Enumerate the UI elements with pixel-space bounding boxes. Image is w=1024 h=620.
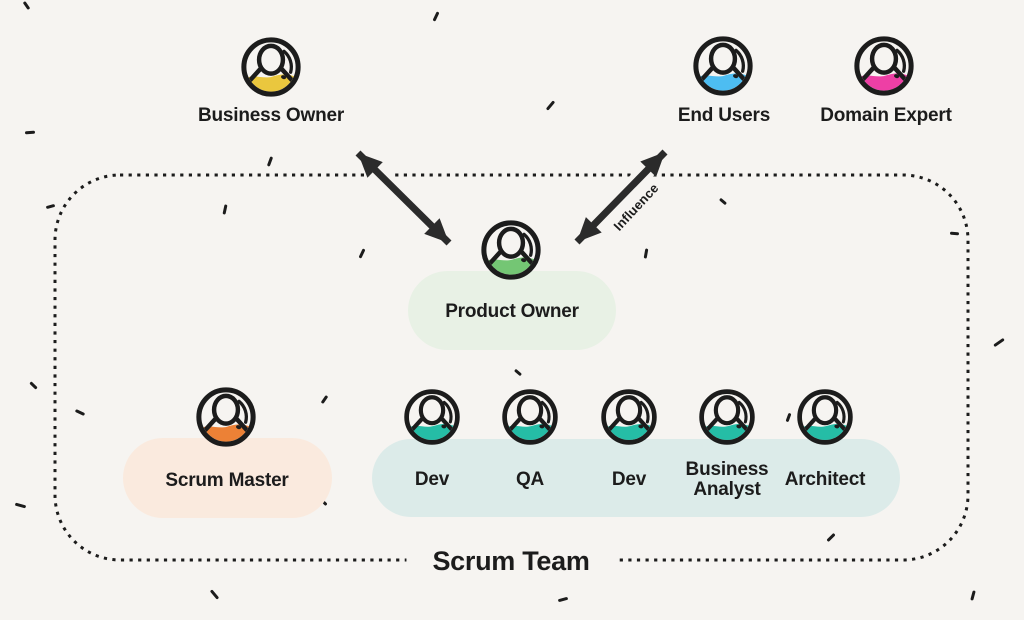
product-owner-avatar xyxy=(480,219,542,281)
business-owner-arrow xyxy=(352,146,455,250)
dev-2-label: Dev xyxy=(611,469,647,490)
architect-avatar xyxy=(796,388,854,446)
person-icon xyxy=(796,388,854,446)
person-icon xyxy=(692,35,754,97)
qa-avatar xyxy=(501,388,559,446)
person-icon xyxy=(698,388,756,446)
scrum-master-label: Scrum Master xyxy=(165,470,289,491)
scrum-team-caption: Scrum Team xyxy=(406,546,616,577)
person-icon xyxy=(403,388,461,446)
scrum-team-boundary xyxy=(53,173,970,562)
dev-2-avatar xyxy=(600,388,658,446)
business-owner-label: Business Owner xyxy=(197,105,345,126)
scrum-master-pill xyxy=(123,438,332,518)
arrowhead-icon xyxy=(640,152,665,177)
dev-1-avatar xyxy=(403,388,461,446)
domain-expert-avatar xyxy=(853,35,915,97)
qa-label: QA xyxy=(515,469,545,490)
arrowhead-icon xyxy=(358,153,383,178)
dev-team-pill xyxy=(372,439,900,517)
product-owner-pill xyxy=(408,271,616,350)
business-analyst-avatar xyxy=(698,388,756,446)
domain-expert-label: Domain Expert xyxy=(820,105,952,126)
person-icon xyxy=(195,386,257,448)
dev-1-label: Dev xyxy=(414,469,450,490)
person-icon xyxy=(480,219,542,281)
business-analyst-label: Business Analyst xyxy=(685,459,769,500)
person-icon xyxy=(853,35,915,97)
influence-arrow xyxy=(570,146,672,248)
end-users-avatar xyxy=(692,35,754,97)
product-owner-label: Product Owner xyxy=(445,301,579,322)
person-icon xyxy=(240,36,302,98)
person-icon xyxy=(600,388,658,446)
business-owner-avatar xyxy=(240,36,302,98)
scrum-master-avatar xyxy=(195,386,257,448)
architect-label: Architect xyxy=(784,469,866,490)
end-users-label: End Users xyxy=(677,105,771,126)
arrowhead-icon xyxy=(577,217,602,242)
person-icon xyxy=(501,388,559,446)
arrowhead-icon xyxy=(424,218,449,243)
